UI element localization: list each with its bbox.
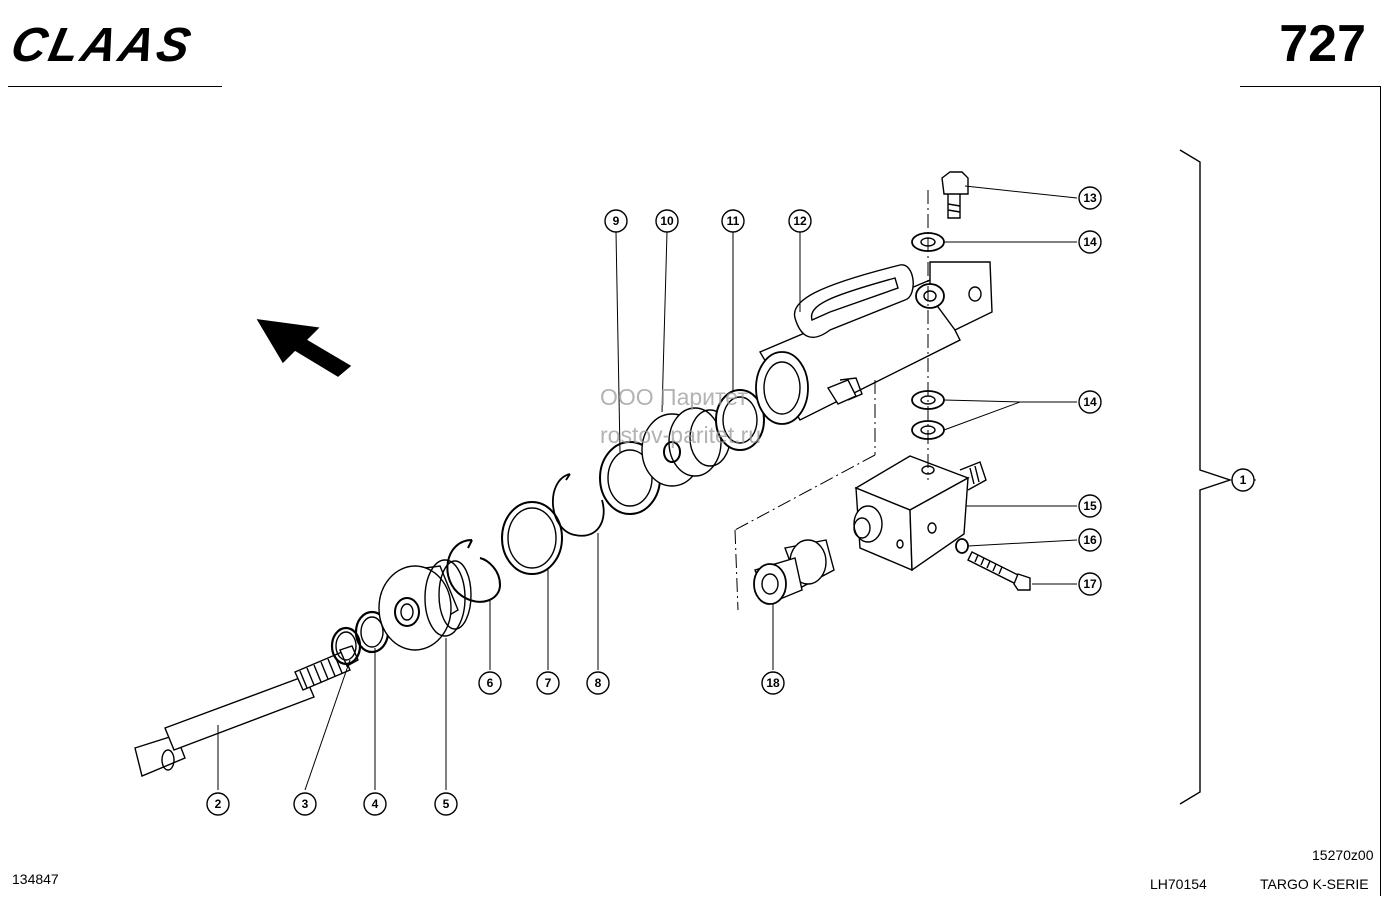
part-lock-washer [955,538,969,554]
watermark-company: ООО Паритет [600,384,748,410]
svg-text:18: 18 [766,676,780,690]
part-cylinder-barrel [755,261,993,425]
part-piston [378,559,472,651]
callout-4: 4 [363,792,387,816]
part-ring-7 [501,501,563,575]
callout-1: 1 [1231,468,1255,492]
svg-text:6: 6 [487,676,494,690]
document-code: LH70154 [1150,876,1207,892]
callout-15: 15 [1078,494,1102,518]
svg-text:14: 14 [1083,235,1097,249]
svg-text:1: 1 [1240,473,1247,487]
header-rule-right [1240,86,1380,87]
part-fitting [753,539,835,605]
callout-13: 13 [1078,186,1102,210]
svg-text:2: 2 [215,797,222,811]
svg-text:15: 15 [1083,499,1097,513]
svg-text:7: 7 [545,676,552,690]
part-seal [715,389,765,451]
frame-right-edge [1380,86,1381,896]
svg-text:10: 10 [660,214,674,228]
svg-text:11: 11 [727,214,740,228]
series-name: TARGO K-SERIE [1260,876,1369,892]
part-bolt [941,171,969,219]
arrow-up-left-icon [256,319,352,377]
callout-11: 11 [721,209,745,233]
callout-6: 6 [478,671,502,695]
svg-text:4: 4 [372,797,379,811]
part-valve-block [853,455,987,572]
svg-text:14: 14 [1083,395,1097,409]
part-circlip [551,473,605,537]
svg-text:5: 5 [443,797,450,811]
assembly-bracket [1179,149,1233,805]
leader-lines [217,185,1256,791]
watermark-website: rostov-paritet.ru [600,422,762,448]
callout-8: 8 [586,671,610,695]
svg-text:9: 9 [613,214,620,228]
figure-code: 15270z00 [1312,847,1374,863]
callout-9: 9 [604,209,628,233]
part-cap-screw [967,551,1031,591]
assembly-centerlines [734,190,929,611]
callout-2: 2 [206,792,230,816]
page-number: 727 [1279,15,1366,73]
svg-text:17: 17 [1083,577,1097,591]
callout-12: 12 [788,209,812,233]
callout-16: 16 [1078,528,1102,552]
callout-5: 5 [434,792,458,816]
svg-text:8: 8 [595,676,602,690]
callout-3: 3 [293,792,317,816]
svg-text:12: 12 [793,214,807,228]
svg-text:16: 16 [1083,533,1097,547]
callout-17: 17 [1078,572,1102,596]
callout-18: 18 [761,671,785,695]
part-guide-bushing [641,407,731,487]
callout-14-upper: 14 [1078,230,1102,254]
part-piston-rod [134,645,359,777]
illustration-number: 134847 [12,871,59,887]
svg-text:3: 3 [302,797,309,811]
header-rule-left [8,86,222,87]
svg-text:13: 13 [1083,191,1097,205]
part-snap-ring [446,539,501,603]
callout-10: 10 [655,209,679,233]
callout-7: 7 [536,671,560,695]
callout-14-lower: 14 [1078,390,1102,414]
